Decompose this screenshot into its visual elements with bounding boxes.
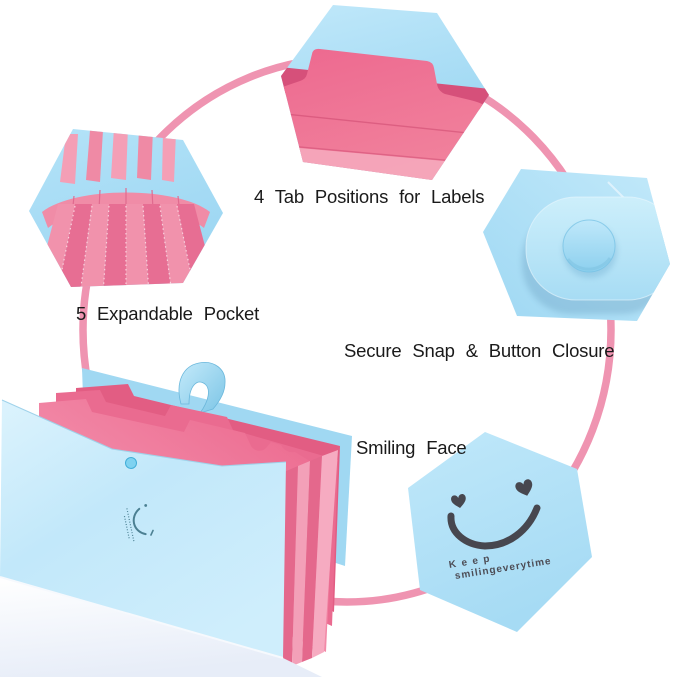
- folder-button: [125, 457, 137, 469]
- folder-smile-print: [123, 504, 154, 542]
- callout-expandable-pocket: 5 Expandable Pocket: [76, 303, 260, 324]
- smiley-heart-right-icon: [515, 479, 533, 496]
- smiley-smile-icon: [447, 504, 541, 550]
- tab-positions-photo: [281, 5, 489, 180]
- folder-strap: [178, 362, 226, 414]
- pocket-band: [42, 192, 210, 228]
- product-photo: [0, 362, 352, 677]
- pocket-fan: [34, 204, 218, 287]
- snap-button: [562, 219, 616, 273]
- folder-accordion-edge: [282, 450, 338, 668]
- callout-smiling-face: Smiling Face: [356, 437, 467, 458]
- snap-closure-photo: [483, 169, 670, 321]
- folder-front-panel: [0, 400, 286, 658]
- expandable-pocket-photo: [29, 129, 223, 287]
- callout-snap-closure: Secure Snap & Button Closure: [344, 340, 615, 361]
- pocket-tabs: [60, 129, 176, 184]
- callout-tab-positions: 4 Tab Positions for Labels: [254, 186, 485, 207]
- smiling-face-photo: [408, 432, 592, 632]
- smiley-heart-left-icon: [451, 494, 466, 509]
- folder-open-flap: [0, 577, 322, 677]
